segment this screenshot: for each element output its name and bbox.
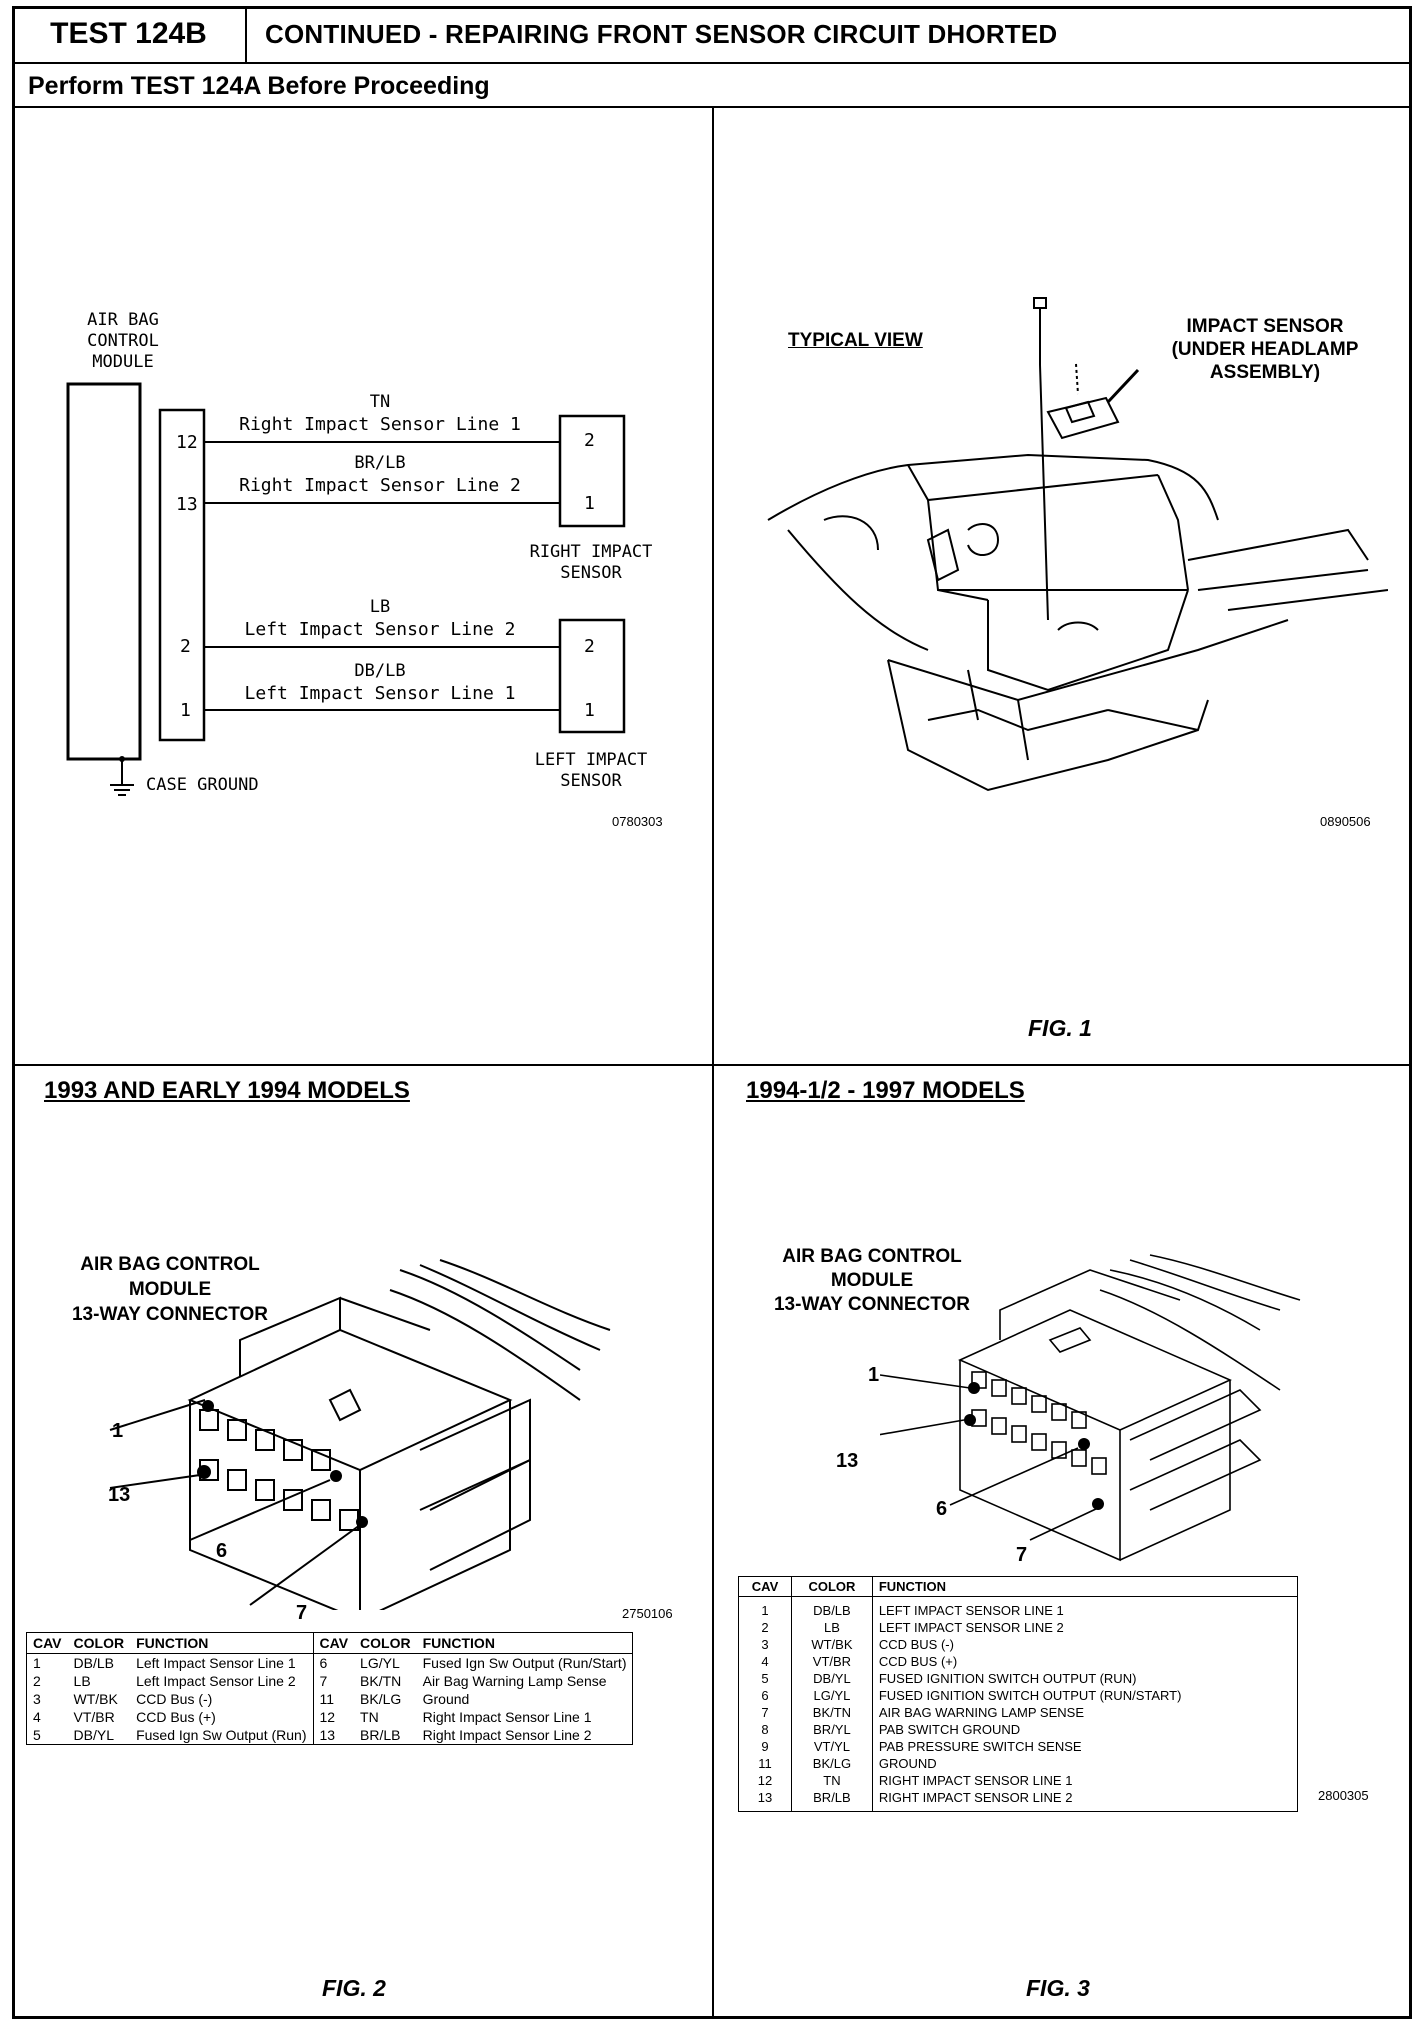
col-header: COLOR: [67, 1633, 131, 1654]
header-bar: TEST 124B CONTINUED - REPAIRING FRONT SE…: [12, 6, 1412, 64]
callout-number: 7: [1016, 1544, 1028, 1566]
connector-illustration: [880, 1254, 1301, 1562]
figure-caption: FIG. 3: [1026, 1975, 1090, 2001]
callout-number: 1: [868, 1364, 880, 1386]
sensor-pin: 1: [584, 700, 595, 721]
col-header: FUNCTION: [872, 1577, 1297, 1597]
figure-code: 0780303: [612, 814, 663, 829]
callout-number: 1: [112, 1420, 124, 1442]
case-ground-label: CASE GROUND: [146, 775, 259, 795]
figure-caption: FIG. 1: [1028, 1015, 1092, 1041]
connector-illustration: [109, 1259, 611, 1610]
wire-name: Right Impact Sensor Line 2: [239, 475, 521, 496]
divider: [712, 106, 714, 2019]
col-header: COLOR: [354, 1633, 417, 1654]
test-title: CONTINUED - REPAIRING FRONT SENSOR CIRCU…: [265, 19, 1058, 49]
headlamp-bracket-illustration: [767, 297, 1388, 792]
col-header: FUNCTION: [416, 1633, 633, 1654]
col-header: FUNCTION: [130, 1633, 314, 1654]
test-subtitle: Perform TEST 124A Before Proceeding: [28, 72, 490, 100]
table-header-row: CAV COLOR FUNCTION: [739, 1577, 1297, 1597]
wire-color: DB/LB: [354, 661, 406, 681]
test-id: TEST 124B: [12, 6, 247, 62]
wire-color: LB: [369, 597, 391, 617]
col-header: CAV: [739, 1577, 793, 1597]
figure-code: 0890506: [1320, 814, 1371, 829]
section-title: 1994-1/2 - 1997 MODELS: [746, 1077, 1025, 1104]
callout-number: 7: [296, 1602, 308, 1624]
wire-color: BR/LB: [354, 453, 406, 473]
section-title: 1993 AND EARLY 1994 MODELS: [44, 1077, 410, 1104]
wire-name: Left Impact Sensor Line 1: [244, 683, 516, 704]
col-header: COLOR: [791, 1577, 873, 1597]
figure-code: 2750106: [622, 1606, 673, 1621]
schematic-lines: [66, 382, 626, 796]
wire-name: Right Impact Sensor Line 1: [239, 414, 521, 435]
wire-color: TN: [369, 392, 391, 412]
callout-number: 6: [936, 1498, 948, 1520]
wire-name: Left Impact Sensor Line 2: [244, 619, 516, 640]
callout-number: 13: [108, 1484, 131, 1506]
module-pin: 12: [176, 432, 198, 453]
callout-number: 13: [836, 1450, 859, 1472]
module-pin: 2: [180, 636, 191, 657]
table-header-row: CAV COLOR FUNCTION CAV COLOR FUNCTION: [27, 1633, 633, 1654]
module-label: AIR BAG CONTROL MODULE: [87, 310, 159, 372]
sensor-pin: 1: [584, 493, 595, 514]
sensor-pin: 2: [584, 430, 595, 451]
typical-view-label: TYPICAL VIEW: [788, 330, 923, 351]
col-header: CAV: [27, 1633, 68, 1654]
figure-caption: FIG. 2: [322, 1975, 386, 2001]
sensor-pin: 2: [584, 636, 595, 657]
module-pin: 1: [180, 700, 191, 721]
col-header: CAV: [313, 1633, 355, 1654]
callout-number: 6: [216, 1540, 228, 1562]
divider: [12, 1064, 1412, 1066]
module-pin: 13: [176, 494, 198, 515]
figure-code: 2800305: [1318, 1788, 1369, 1803]
